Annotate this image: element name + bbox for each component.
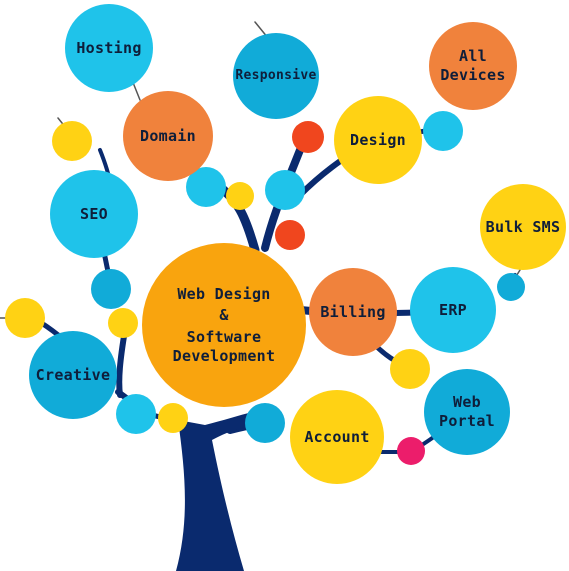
- center-label-line: &: [219, 306, 229, 325]
- decor-dot: [91, 269, 131, 309]
- decor-dot: [265, 170, 305, 210]
- center-label-line: Development: [172, 346, 276, 365]
- node-design: Design: [334, 96, 422, 184]
- node-hosting-label: Hosting: [76, 38, 142, 57]
- node-web-design-center: Web Design & Software Development: [142, 243, 306, 407]
- decor-dot: [423, 111, 463, 151]
- node-seo: SEO: [50, 170, 138, 258]
- node-creative-label: Creative: [35, 365, 111, 384]
- decor-dot: [52, 121, 92, 161]
- node-bulk-sms-label: Bulk SMS: [485, 217, 561, 236]
- node-billing: Billing: [309, 268, 397, 356]
- center-label-line: Software: [186, 328, 262, 346]
- node-web-portal-label-line: Web: [453, 393, 481, 412]
- node-seo-label: SEO: [80, 204, 108, 223]
- node-responsive-label: Responsive: [235, 67, 317, 83]
- node-all-devices-label-line: All: [458, 47, 487, 66]
- node-design-label: Design: [350, 130, 406, 149]
- node-hosting: Hosting: [65, 4, 153, 92]
- node-all-devices-label-line: Devices: [440, 66, 506, 84]
- decor-dot: [275, 220, 305, 250]
- decor-dot: [397, 437, 425, 465]
- decor-dot: [186, 167, 226, 207]
- decor-dot: [497, 273, 525, 301]
- center-label-line: Web Design: [177, 284, 271, 303]
- node-account-label: Account: [304, 427, 370, 446]
- decor-dot: [108, 308, 138, 338]
- node-erp: ERP: [410, 267, 496, 353]
- decor-dot: [390, 349, 430, 389]
- node-domain-label: Domain: [140, 126, 196, 145]
- decor-dot: [245, 403, 285, 443]
- decor-dot: [158, 403, 188, 433]
- node-billing-label: Billing: [320, 302, 386, 321]
- node-responsive: Responsive: [233, 33, 319, 119]
- node-all-devices: All Devices: [429, 22, 517, 110]
- decor-dot: [5, 298, 45, 338]
- node-account: Account: [290, 390, 384, 484]
- node-web-portal-label-line: Portal: [439, 412, 495, 430]
- decor-dot: [116, 394, 156, 434]
- node-bulk-sms: Bulk SMS: [480, 184, 566, 270]
- node-creative: Creative: [29, 331, 117, 419]
- node-web-portal: Web Portal: [424, 369, 510, 455]
- node-domain: Domain: [123, 91, 213, 181]
- decor-dot: [292, 121, 324, 153]
- node-erp-label: ERP: [439, 300, 467, 319]
- decor-dot: [226, 182, 254, 210]
